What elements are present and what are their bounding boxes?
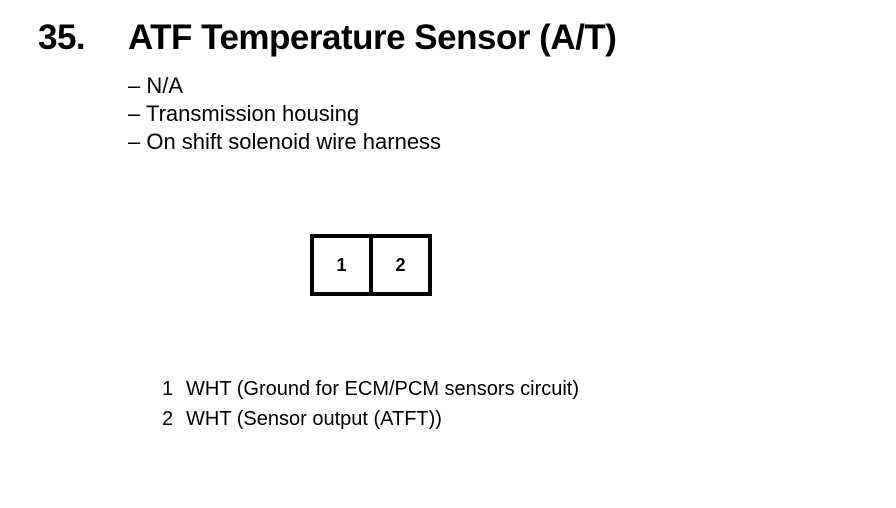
- connector-diagram: 1 2: [310, 234, 432, 296]
- pin-description: WHT (Ground for ECM/PCM sensors circuit): [186, 378, 580, 400]
- connector-cavity-1: 1: [336, 254, 347, 275]
- page-title: 35. ATF Temperature Sensor (A/T): [38, 18, 617, 58]
- details-list: – N/A – Transmission housing – On shift …: [128, 72, 441, 156]
- detail-line: – Transmission housing: [128, 101, 360, 126]
- pin-number: 1: [162, 378, 174, 400]
- section-title: ATF Temperature Sensor (A/T): [128, 18, 617, 57]
- pin-number: 2: [162, 408, 174, 430]
- pin-row: 2 WHT (Sensor output (ATFT)): [162, 404, 579, 434]
- pin-description: WHT (Sensor output (ATFT)): [186, 408, 442, 430]
- pin-row: 1 WHT (Ground for ECM/PCM sensors circuit…: [162, 374, 579, 404]
- connector-cavity-2: 2: [369, 238, 428, 292]
- section-number: 35.: [38, 18, 86, 57]
- detail-line: – N/A: [128, 73, 184, 98]
- pin-list: 1 WHT (Ground for ECM/PCM sensors circuit…: [162, 374, 579, 434]
- detail-line: – On shift solenoid wire harness: [128, 129, 442, 154]
